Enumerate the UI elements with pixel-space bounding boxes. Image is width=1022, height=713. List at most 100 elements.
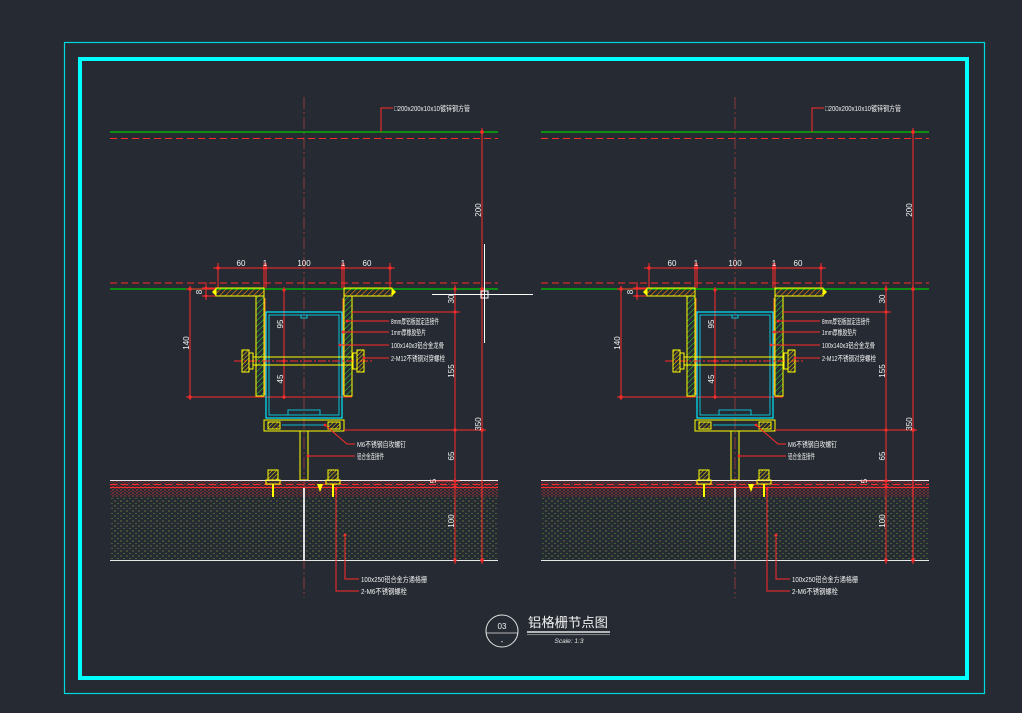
dim-140: 140 — [613, 336, 622, 350]
insert-marker — [748, 484, 754, 492]
label-through-bolt: 2-M12不锈钢对穿螺栓 — [391, 353, 445, 363]
angle-bracket-right — [774, 287, 827, 397]
leader-connector: 铝合金连接件 — [737, 451, 815, 461]
dim-100-slab: 100 — [878, 514, 887, 528]
leader-grille: 100x250铝合金方通格栅 — [343, 533, 427, 584]
dim-95: 95 — [707, 319, 716, 328]
angle-bracket-right — [343, 287, 396, 397]
label-top-tube: □200x200x10x10镀锌钢方管 — [825, 103, 901, 113]
dim-30: 30 — [447, 294, 456, 303]
label-rubber-pad: 1mm厚橡胶垫片 — [391, 327, 426, 337]
leader-through-bolt: 2-M12不锈钢对穿螺栓 — [793, 353, 876, 363]
leader-flange-plate: 8mm厚铝板固定连接件 — [345, 316, 439, 326]
inner-frame — [78, 57, 969, 680]
label-main-tube: 100x140x3铝合金龙骨 — [822, 340, 875, 350]
dimension-width: 60 1 100 1 60 — [644, 259, 826, 288]
dim-5: 5 — [860, 478, 869, 483]
dim-100-width: 100 — [728, 259, 742, 268]
leader-bottom-bolt: 2-M6不锈钢螺栓 — [334, 487, 407, 596]
detail-scale: Scale: 1:3 — [555, 638, 584, 645]
angle-bracket-left — [643, 287, 696, 397]
dim-1-left: 1 — [694, 259, 699, 268]
dim-60-left: 60 — [668, 259, 677, 268]
leader-connector: 铝合金连接件 — [306, 451, 384, 461]
detail-title: 铝格栅节点图 — [528, 615, 608, 631]
leader-through-bolt: 2-M12不锈钢对穿螺栓 — [362, 353, 445, 363]
detail-right: □200x200x10x10镀锌钢方管 60 1 100 1 60 — [541, 97, 929, 598]
dim-60-right: 60 — [363, 259, 372, 268]
leader-screw: M6不锈钢自攻螺钉 — [754, 423, 837, 449]
leader-screw: M6不锈钢自攻螺钉 — [323, 423, 406, 449]
dim-350: 350 — [474, 417, 483, 431]
leader-bottom-bolt: 2-M6不锈钢螺栓 — [765, 487, 838, 596]
anchor-bolt-left — [265, 469, 281, 497]
dim-155: 155 — [447, 364, 456, 378]
rubber-pads — [695, 298, 775, 395]
label-top-tube: □200x200x10x10镀锌钢方管 — [394, 103, 470, 113]
detail-title-block: 03 - 铝格栅节点图 Scale: 1:3 — [485, 614, 610, 648]
leader-rubber-pad: 1mm厚橡胶垫片 — [772, 327, 857, 337]
angle-bracket-left — [212, 287, 265, 397]
label-screw: M6不锈钢自攻螺钉 — [357, 439, 406, 449]
dim-8: 8 — [195, 289, 204, 294]
dim-200: 200 — [905, 203, 914, 217]
dimension-width: 60 1 100 1 60 — [213, 259, 395, 288]
label-grille: 100x250铝合金方通格栅 — [361, 574, 427, 584]
grille-slab — [110, 480, 498, 561]
anchor-bolt-right — [325, 469, 341, 497]
dim-1-left: 1 — [263, 259, 268, 268]
dim-350: 350 — [905, 417, 914, 431]
dim-1-right: 1 — [772, 259, 777, 268]
dim-1-right: 1 — [341, 259, 346, 268]
grille-slab — [541, 480, 929, 561]
crosshair-cursor — [432, 244, 533, 343]
label-grille: 100x250铝合金方通格栅 — [792, 574, 858, 584]
dim-100-slab: 100 — [447, 514, 456, 528]
dim-200: 200 — [474, 203, 483, 217]
leader-flange-plate: 8mm厚铝板固定连接件 — [776, 316, 870, 326]
detail-left: □200x200x10x10镀锌钢方管 60 1 100 1 60 — [110, 97, 498, 598]
leader-top-tube: □200x200x10x10镀锌钢方管 — [380, 103, 470, 132]
label-through-bolt: 2-M12不锈钢对穿螺栓 — [822, 353, 876, 363]
label-flange-plate: 8mm厚铝板固定连接件 — [822, 316, 870, 326]
label-bottom-bolt: 2-M6不锈钢螺栓 — [361, 586, 407, 596]
label-screw: M6不锈钢自攻螺钉 — [788, 439, 837, 449]
anchor-bolt-left — [696, 469, 712, 497]
dim-65: 65 — [878, 451, 887, 460]
label-main-tube: 100x140x3铝合金龙骨 — [391, 340, 444, 350]
dim-60-left: 60 — [237, 259, 246, 268]
label-flange-plate: 8mm厚铝板固定连接件 — [391, 316, 439, 326]
dimension-overall: 200 350 — [344, 128, 486, 564]
dim-60-right: 60 — [794, 259, 803, 268]
dim-65: 65 — [447, 451, 456, 460]
leader-rubber-pad: 1mm厚橡胶垫片 — [341, 327, 426, 337]
dim-45: 45 — [707, 374, 716, 383]
sheet-reference: - — [501, 637, 504, 646]
dim-5: 5 — [429, 478, 438, 483]
dim-155: 155 — [878, 364, 887, 378]
dimension-thickness: 8 — [195, 282, 216, 300]
rubber-pads — [264, 298, 344, 395]
dim-45: 45 — [276, 374, 285, 383]
outer-frame — [63, 41, 986, 695]
detail-number: 03 — [498, 622, 507, 631]
insert-marker — [317, 484, 323, 492]
dimension-thickness: 8 — [626, 282, 647, 300]
label-bottom-bolt: 2-M6不锈钢螺栓 — [792, 586, 838, 596]
through-bolt — [234, 349, 374, 373]
leader-top-tube: □200x200x10x10镀锌钢方管 — [811, 103, 901, 132]
dimension-overall: 200 350 — [775, 128, 917, 564]
dim-100-width: 100 — [297, 259, 311, 268]
dim-30: 30 — [878, 294, 887, 303]
leader-main-tube: 100x140x3铝合金龙骨 — [338, 340, 444, 350]
label-connector: 铝合金连接件 — [788, 451, 815, 461]
leader-main-tube: 100x140x3铝合金龙骨 — [769, 340, 875, 350]
through-bolt — [665, 349, 805, 373]
dim-95: 95 — [276, 319, 285, 328]
dim-8: 8 — [626, 289, 635, 294]
leader-grille: 100x250铝合金方通格栅 — [774, 533, 858, 584]
anchor-bolt-right — [756, 469, 772, 497]
label-connector: 铝合金连接件 — [357, 451, 384, 461]
